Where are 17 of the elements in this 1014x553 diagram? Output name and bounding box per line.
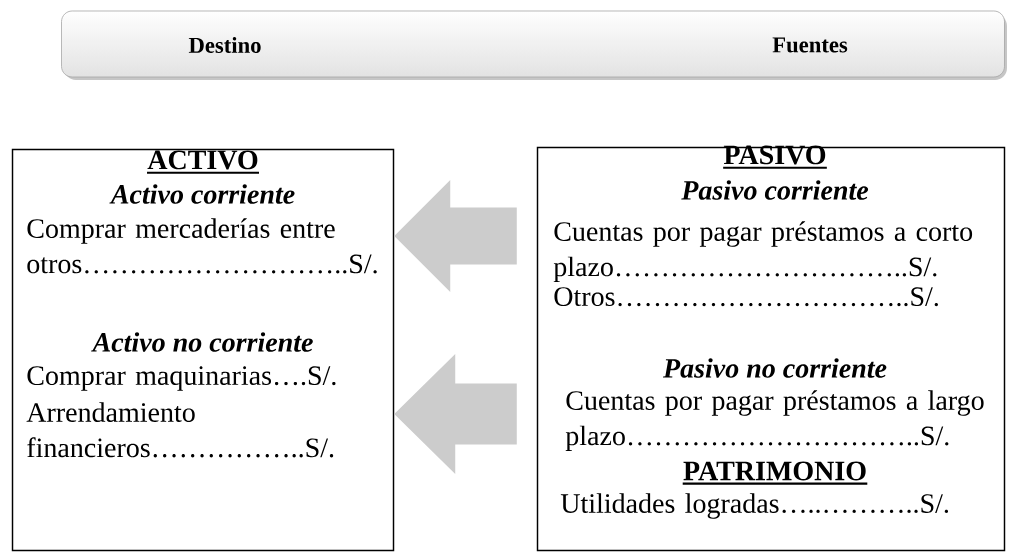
subsection-heading: Activo corriente: [109, 184, 295, 204]
subsection-heading: Pasivo corriente: [681, 180, 869, 200]
subsection-heading: Activo no corriente: [91, 332, 313, 352]
account-line: Utilidades logradas…..………..S/.: [560, 493, 949, 519]
account-line: Arrendamiento financieros……………..S/.: [26, 402, 334, 458]
column-heading: Destino: [188, 37, 261, 53]
account-line: Comprar maquinarias….S/.: [27, 366, 336, 391]
subsection-heading: Pasivo no corriente: [663, 358, 887, 378]
block-arrow: [394, 354, 517, 474]
account-line: Cuentas por pagar préstamos a largo plazo…………………………..S/.: [565, 390, 984, 451]
section-heading: ACTIVO: [147, 150, 259, 174]
column-heading: Fuentes: [772, 37, 848, 53]
block-arrow: [394, 180, 517, 292]
account-line: Otros…………………………..S/.: [554, 287, 938, 307]
account-line: Comprar mercaderías entre otros………………………..S/.: [27, 218, 377, 274]
section-heading: PATRIMONIO: [682, 461, 868, 485]
account-line: Cuentas por pagar préstamos a corto plazo…………………………..S/.: [553, 221, 973, 282]
